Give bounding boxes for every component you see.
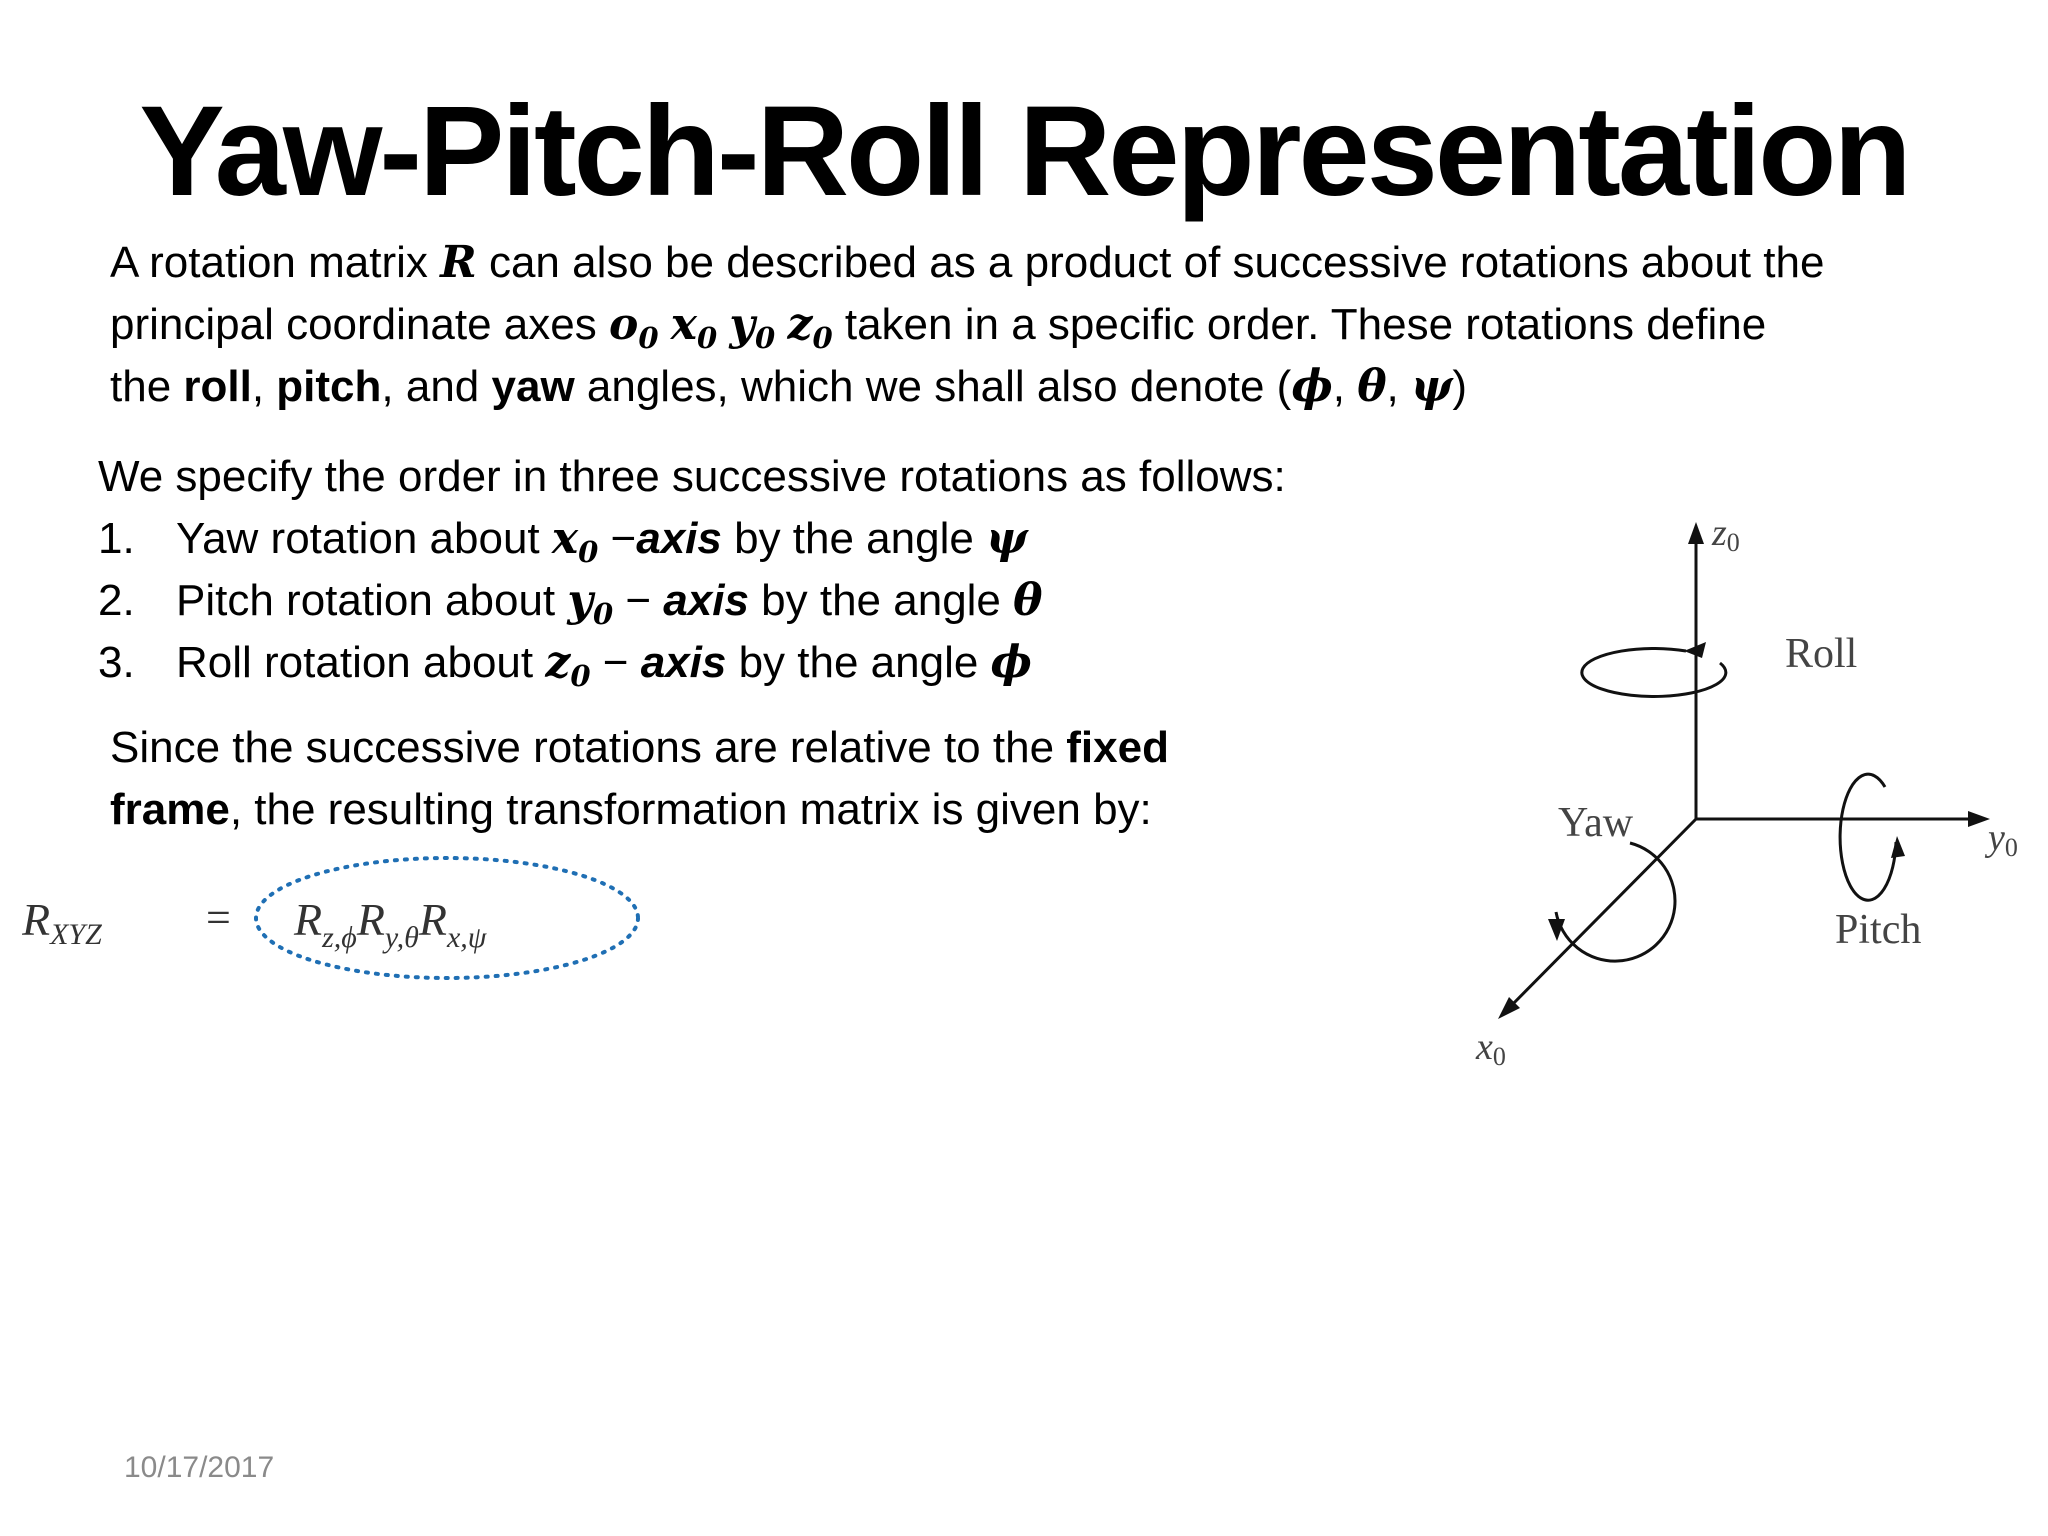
yaw-label: Yaw (1558, 800, 1634, 846)
intro-line-1: A rotation matrix R can also be describe… (110, 232, 1824, 294)
conclusion-line-2: frame, the resulting transformation matr… (110, 785, 1152, 834)
intro-text: taken in a specific order. These rotatio… (832, 300, 1767, 349)
list-item: 2.Pitch rotation about y0 − axis by the … (98, 575, 1043, 632)
intro-text: A rotation matrix (110, 238, 441, 287)
theta-symbol: θ (1357, 361, 1387, 412)
pitch-arrowhead (1891, 836, 1905, 858)
intro-line-2: principal coordinate axes o0 x0 y0 z0 ta… (110, 294, 1824, 356)
rotation-order-block: We specify the order in three successive… (98, 446, 1286, 694)
rotation-axes-diagram: z0 y0 x0 Roll Pitch Yaw (1475, 512, 2018, 1071)
x-axis-line (1503, 817, 1698, 1014)
intro-line-3: the roll, pitch, and yaw angles, which w… (110, 361, 1468, 412)
roll-arrowhead (1684, 642, 1706, 658)
yaw-term: yaw (491, 362, 575, 411)
rotation-equation: RXYZ = Rz,ϕRy,θRx,ψ (22, 856, 640, 980)
intro-text: can also be described as a product of su… (476, 238, 1825, 287)
roll-term: roll (183, 362, 252, 411)
yaw-arrowhead (1548, 919, 1565, 941)
slide-title: Yaw-Pitch-Roll Representation (139, 80, 1911, 223)
order-lead: We specify the order in three successive… (98, 452, 1286, 501)
pitch-label: Pitch (1835, 907, 1921, 953)
axis-x-symbol: x0 (670, 299, 718, 356)
list-item: 3.Roll rotation about z0 − axis by the a… (98, 637, 1032, 694)
axis-z-symbol: z0 (787, 299, 833, 356)
z-arrowhead (1688, 522, 1704, 544)
pitch-rotation-arc (1838, 772, 1898, 902)
frame-term: frame (110, 785, 230, 834)
intro-paragraph: A rotation matrix R can also be describe… (110, 232, 1824, 418)
rotation-matrix-symbol: R (440, 237, 477, 288)
axis-y-symbol: y0 (729, 299, 776, 356)
equals-sign: = (206, 893, 231, 942)
equation-lhs: RXYZ (22, 894, 102, 951)
roll-label: Roll (1785, 631, 1857, 677)
intro-text: principal coordinate axes (110, 300, 609, 349)
z-axis-label: z0 (1711, 512, 1740, 557)
slide-date: 10/17/2017 (124, 1451, 275, 1484)
rotation-product: Rz,ϕRy,θRx,ψ (293, 894, 488, 954)
x-axis-label: x0 (1475, 1026, 1506, 1071)
conclusion-paragraph: Since the successive rotations are relat… (110, 717, 1169, 841)
axis-o-symbol: o0 (608, 299, 659, 356)
phi-symbol: ϕ (1291, 361, 1333, 412)
pitch-term: pitch (276, 362, 382, 411)
highlight-ellipse (254, 856, 640, 980)
list-item: 1.Yaw rotation about x0 −axis by the ang… (98, 513, 1028, 570)
yaw-rotation-arc (1554, 841, 1677, 963)
fixed-term: fixed (1066, 723, 1169, 772)
roll-rotation-arc (1580, 646, 1728, 698)
conclusion-line-1: Since the successive rotations are relat… (110, 723, 1169, 772)
y-arrowhead (1968, 811, 1990, 827)
psi-symbol: ψ (1411, 361, 1453, 412)
x-arrowhead (1498, 997, 1520, 1019)
y-axis-label: y0 (1984, 817, 2018, 862)
